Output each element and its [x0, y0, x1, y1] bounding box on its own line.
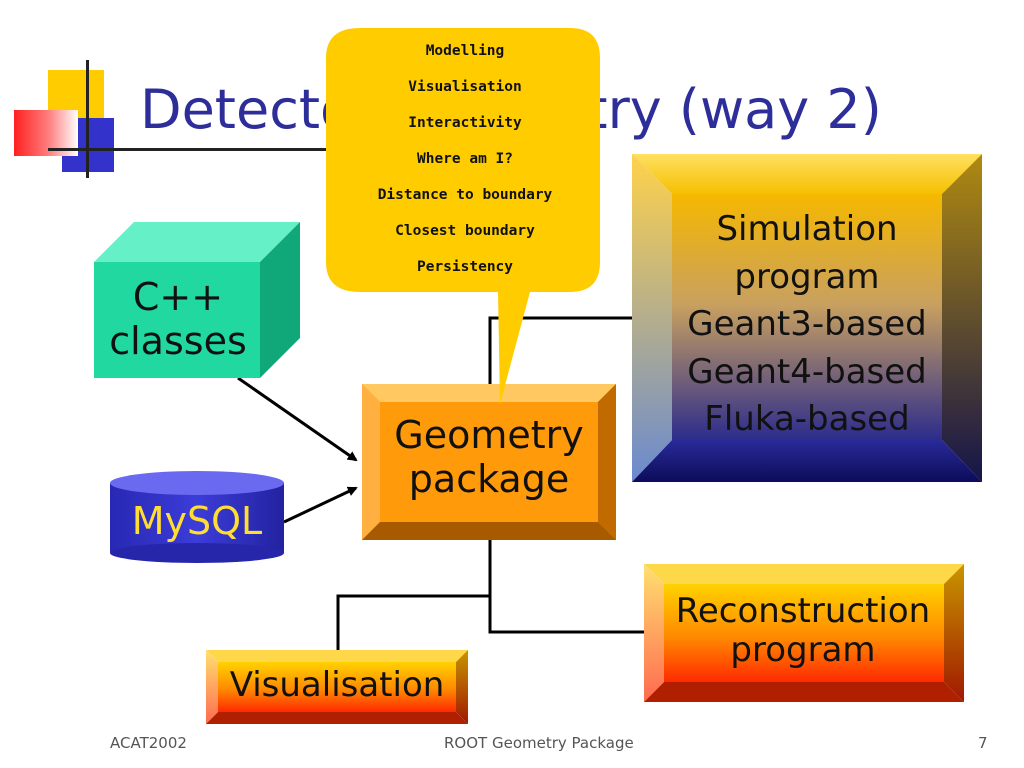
geometry-package-box: [362, 384, 616, 540]
footer-conference: ACAT2002: [110, 734, 187, 752]
callout-item-persistency: Persistency: [416, 259, 514, 275]
callout-item-modelling: Modelling: [425, 43, 505, 59]
simulation-label-line-1: Simulation: [716, 209, 898, 249]
simulation-label-line-2: program: [734, 256, 880, 297]
footer-page-number: 7: [978, 734, 988, 752]
simulation-program-label: Simulation program Geant3-based Geant4-b…: [672, 206, 942, 444]
connector-geometry-visualisation: [336, 580, 492, 650]
callout-item-interactivity: Interactivity: [408, 115, 522, 131]
callout-balloon: [326, 28, 600, 404]
reconstruction-label-line-2: program: [730, 630, 876, 671]
visualisation-label: Visualisation: [229, 665, 445, 705]
cpp-label-line-2: classes: [109, 318, 247, 363]
arrow-mysql-geometry: [283, 486, 358, 524]
connector-geometry-reconstruction: [488, 540, 646, 634]
callout-item-visualisation: Visualisation: [408, 79, 522, 95]
arrow-cpp-geometry: [237, 376, 358, 462]
mysql-label: MySQL: [131, 499, 263, 543]
visualisation-box: [206, 650, 468, 724]
callout-item-closest-boundary: Closest boundary: [395, 223, 535, 239]
callout-item-distance-to-boundary: Distance to boundary: [377, 187, 553, 203]
reconstruction-program-box: [644, 564, 964, 702]
geometry-package-label: Geometry package: [380, 413, 598, 501]
geometry-label-line-1: Geometry: [394, 413, 584, 457]
connectors: [237, 316, 646, 650]
geometry-label-line-2: package: [408, 456, 570, 501]
mysql-cylinder: [110, 471, 284, 563]
simulation-program-box: [632, 154, 982, 482]
footer-presentation-title: ROOT Geometry Package: [444, 734, 634, 752]
reconstruction-program-label: Reconstruction program: [662, 591, 944, 671]
simulation-label-line-5: Fluka-based: [704, 399, 910, 440]
connector-geometry-simulation: [488, 316, 636, 388]
cpp-label-line-1: C++: [132, 275, 224, 319]
reconstruction-label-line-1: Reconstruction: [675, 591, 931, 631]
title-underline: [48, 148, 520, 151]
cpp-classes-label: C++ classes: [94, 275, 262, 363]
logo-line-vertical: [86, 60, 89, 178]
cpp-classes-cube: [94, 222, 300, 378]
callout-item-where-am-i: Where am I?: [416, 151, 514, 167]
simulation-label-line-4: Geant4-based: [687, 351, 927, 392]
callout-list: Modelling Visualisation Interactivity Wh…: [330, 40, 600, 292]
simulation-label-line-3: Geant3-based: [687, 304, 927, 345]
